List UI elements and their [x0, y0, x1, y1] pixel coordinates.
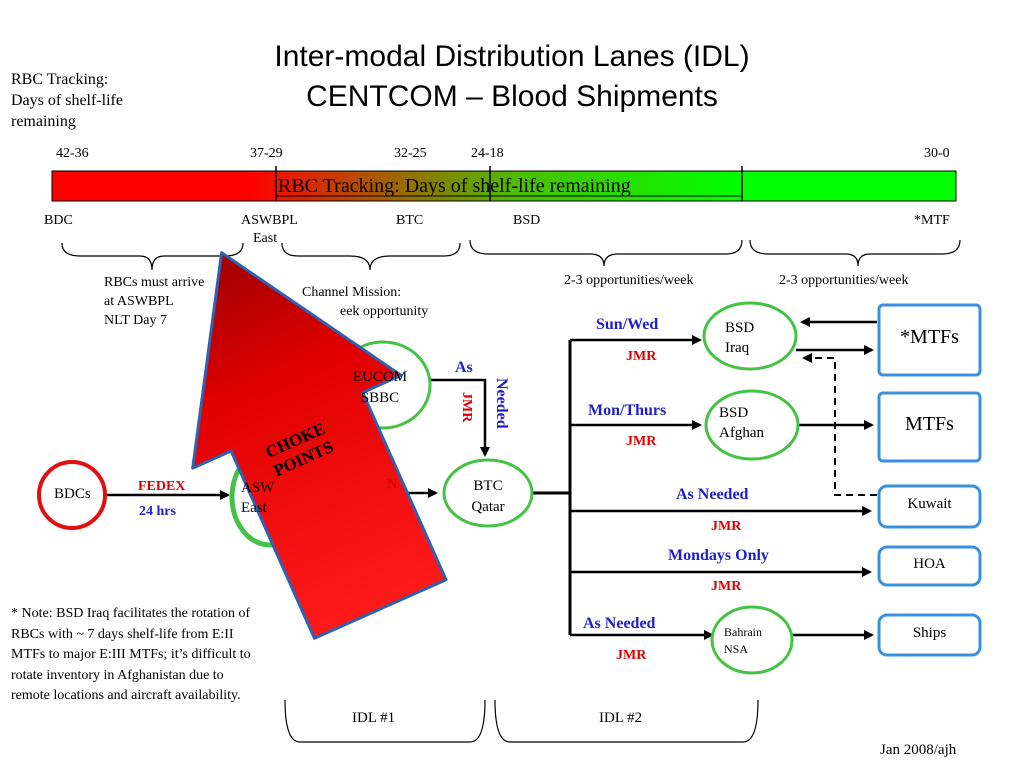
bracket-idl-1: [284, 699, 486, 743]
tick-label: 42-36: [56, 146, 89, 161]
node-label-line: BTC: [473, 478, 503, 494]
note-line: RBCs must arrive: [104, 275, 205, 290]
node-bsd-iraq: [702, 301, 798, 371]
note-bsd-opportunities: 2-3 opportunities/week: [564, 273, 694, 288]
node-bahrain-label: Bahrain NSA: [724, 624, 762, 658]
station-label-line-2: East: [253, 231, 278, 246]
choke-points-arrow: [191, 251, 448, 640]
station-label: BTC: [396, 213, 424, 228]
bracket-idl-2: [494, 699, 759, 743]
note-channel-mission: Channel Mission: eek opportunity: [302, 283, 428, 321]
lane-label-as-needed-kuwait: As Needed: [676, 486, 749, 503]
tick-label: 32-25: [394, 146, 427, 161]
lane-label-jmr: JMR: [711, 519, 742, 534]
legend-line-2: Days of shelf-life: [11, 92, 123, 109]
node-label-line: BSD: [719, 405, 749, 421]
lane-label-cut: N: [387, 477, 398, 492]
node-aswbpl-label: ASW East: [241, 478, 274, 518]
box-hoa-label: HOA: [913, 556, 946, 572]
legend-label: RBC Tracking: Days of shelf-life remaini…: [11, 69, 123, 132]
node-bdcs: [37, 460, 107, 530]
tick-label: 37-29: [250, 146, 283, 161]
legend-line-1: RBC Tracking:: [11, 71, 109, 88]
node-label-line: Qatar: [471, 499, 505, 515]
box-ships: [877, 613, 982, 657]
note-rbcs-arrive: RBCs must arrive at ASWBPL NLT Day 7: [104, 273, 204, 330]
node-bsd-iraq-label: BSD Iraq: [725, 318, 754, 358]
idl-1-label: IDL #1: [352, 710, 396, 726]
lane-label-jmr: JMR: [616, 648, 647, 663]
box-mtfs-star: [877, 303, 982, 377]
tick-label: 30-0: [924, 146, 950, 161]
title-line-2: CENTCOM – Blood Shipments: [306, 80, 718, 113]
brace-btc-bsd: [469, 239, 743, 267]
node-btc: [442, 458, 534, 528]
node-label-line: Iraq: [725, 340, 750, 356]
note-line: NLT Day 7: [104, 313, 167, 328]
box-hoa: [877, 545, 982, 587]
box-kuwait: [877, 484, 982, 529]
note-line: eek opportunity: [340, 304, 429, 319]
lane-label-mon-thurs: Mon/Thurs: [588, 402, 667, 419]
node-btc-label: BTC Qatar: [458, 476, 518, 518]
station-label: *MTF: [914, 213, 950, 228]
station-label: ASWBPL: [241, 213, 298, 228]
lane-label-24hrs: 24 hrs: [139, 504, 176, 519]
node-label-line: NSA: [724, 642, 749, 656]
lane-label-jmr-vertical: JMR: [459, 392, 474, 423]
lane-label-as: As: [455, 359, 473, 376]
brace-bsd-mtf: [749, 239, 961, 267]
title-line-1: Inter-modal Distribution Lanes (IDL): [274, 40, 750, 73]
note-mtf-opportunities: 2-3 opportunities/week: [779, 273, 909, 288]
note-line: Channel Mission:: [302, 285, 402, 300]
node-label-line: EUCOM: [352, 369, 408, 385]
node-label-line: BSD: [725, 320, 755, 336]
box-mtfs-label: MTFs: [905, 413, 954, 435]
lane-label-jmr: JMR: [626, 434, 657, 449]
bsd-iraq-note: * Note: BSD Iraq facilitates the rotatio…: [11, 606, 251, 703]
node-label-line: ASW: [241, 480, 275, 496]
box-kuwait-label: Kuwait: [907, 496, 952, 512]
brace-aswbpl-btc: [281, 242, 461, 271]
lane-eucom-btc: [430, 378, 490, 457]
lane-label-as-needed-bahrain: As Needed: [583, 615, 656, 632]
node-bsd-afghan: [704, 389, 800, 461]
note-line: at ASWBPL: [104, 294, 174, 309]
brace-bdc-aswbpl: [61, 242, 244, 271]
tracking-bar-label: RBC Tracking: Days of shelf-life remaini…: [278, 175, 631, 197]
station-label: BSD: [513, 213, 541, 228]
box-mtfs: [877, 391, 982, 463]
lane-label-fedex: FEDEX: [138, 479, 186, 494]
station-label: BDC: [44, 213, 73, 228]
node-bahrain: [710, 605, 794, 675]
lane-kuwait-to-bsd-iraq: [802, 353, 877, 496]
lane-label-jmr: JMR: [626, 349, 657, 364]
node-label-line: Afghan: [719, 425, 764, 441]
lane-label-mondays-only: Mondays Only: [668, 547, 769, 564]
node-bdcs-label: BDCs: [54, 486, 91, 502]
node-label-line: East: [241, 500, 267, 516]
idl-2-label: IDL #2: [599, 710, 643, 726]
box-ships-label: Ships: [912, 625, 947, 641]
box-mtfs-star-label: *MTFs: [900, 326, 959, 348]
footer-date: Jan 2008/ajh: [880, 742, 957, 758]
lane-label-sun-wed: Sun/Wed: [596, 316, 659, 333]
legend-line-3: remaining: [11, 113, 76, 130]
lane-label-jmr: JMR: [711, 579, 742, 594]
tick-label: 24-18: [471, 146, 504, 161]
node-label-line: Bahrain: [724, 625, 762, 639]
node-bsd-afghan-label: BSD Afghan: [719, 403, 764, 443]
node-eucom-label: EUCOM SBBC: [344, 367, 416, 409]
lane-label-needed: Needed: [493, 378, 510, 429]
node-label-line: SBBC: [360, 390, 400, 406]
